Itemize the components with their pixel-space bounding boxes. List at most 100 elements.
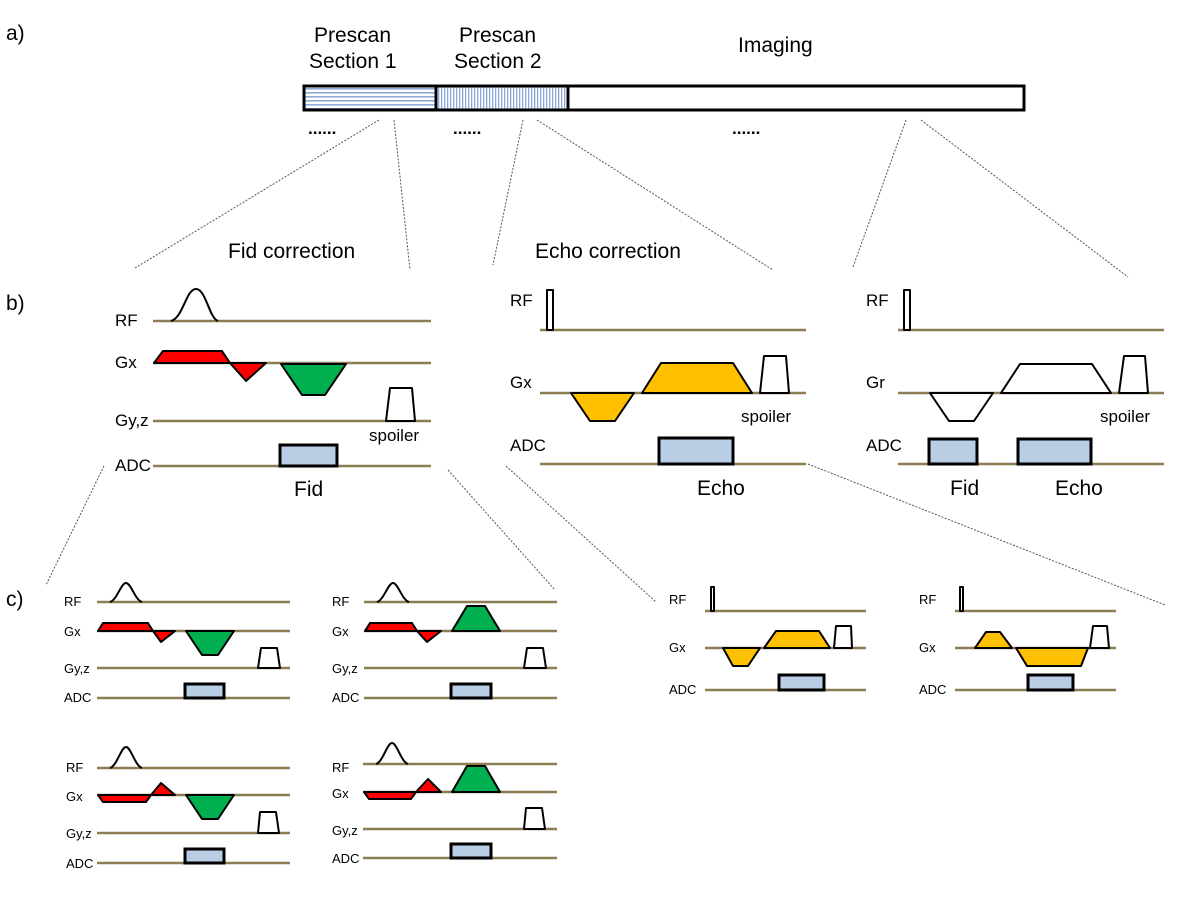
fid-correction-title: Fid correction — [228, 240, 355, 263]
timeline-section-1-line1: Prescan — [314, 24, 391, 47]
panel-a: a) Prescan Section 1 Prescan Section 2 I… — [6, 22, 1026, 138]
axis-label-gx: Gx — [332, 786, 349, 801]
axis-label-rf: RF — [64, 594, 81, 609]
connector-line — [447, 469, 556, 591]
adc-window — [183, 847, 226, 865]
gx-prephaser-yellow — [570, 392, 635, 422]
spoiler-gradient — [257, 811, 280, 834]
spoiler-label: spoiler — [369, 426, 419, 445]
adc-window — [183, 682, 226, 700]
adc-label-echo: Echo — [697, 477, 745, 500]
timeline-section-2-line1: Prescan — [459, 24, 536, 47]
axis-label-gx: Gx — [115, 353, 137, 372]
rf-hard-pulse-icon — [903, 289, 911, 331]
axis-label-rf: RF — [115, 311, 138, 330]
timeline-section-1-line2: Section 1 — [309, 50, 397, 73]
gx-triangle-red — [150, 782, 176, 796]
panel-label-b: b) — [6, 292, 25, 315]
rf-sinc-pulse-icon — [375, 741, 409, 765]
rf-hard-pulse-icon — [959, 586, 964, 612]
adc-window — [1026, 673, 1075, 692]
fid-variant-3: RF Gx Gy,z ADC — [66, 745, 290, 871]
gx-readout-green — [451, 605, 501, 632]
gx-triangle-red — [415, 778, 442, 793]
connector-line — [536, 119, 774, 271]
connector-line — [45, 465, 105, 586]
ellipsis-2: ...... — [453, 119, 481, 138]
gx-readout-green — [185, 794, 235, 820]
gx-prephaser-red — [97, 794, 152, 803]
axis-label-gx: Gx — [332, 624, 349, 639]
echo-correction-sequence: Echo correction RF Gx ADC spoiler Echo — [510, 240, 806, 500]
imaging-bar — [568, 86, 1024, 110]
spoiler-label: spoiler — [1100, 407, 1150, 426]
gx-prephaser-red — [363, 791, 417, 800]
connector-line — [807, 463, 1166, 606]
spoiler-gradient — [1118, 355, 1149, 394]
adc-label-echo: Echo — [1055, 477, 1103, 500]
echo-correction-title: Echo correction — [535, 240, 681, 263]
axis-label-adc: ADC — [332, 690, 359, 705]
spoiler-gradient — [759, 355, 790, 394]
connector-line — [852, 119, 907, 268]
timeline-section-2-line2: Section 2 — [454, 50, 542, 73]
axis-label-gyz: Gy,z — [115, 411, 149, 430]
rf-sinc-pulse-icon — [109, 745, 143, 769]
axis-label-rf: RF — [332, 760, 349, 775]
connector-line — [492, 119, 524, 266]
adc-window — [278, 443, 339, 468]
axis-label-adc: ADC — [64, 690, 91, 705]
axis-label-gx: Gx — [64, 624, 81, 639]
fid-variant-4: RF Gx Gy,z ADC — [332, 741, 557, 866]
gx-triangle-red — [152, 630, 176, 643]
gx-readout-green — [280, 363, 347, 396]
gx-triangle-red — [229, 362, 267, 382]
spoiler-label: spoiler — [741, 407, 791, 426]
spoiler-gradient — [523, 647, 547, 669]
axis-label-adc: ADC — [66, 856, 93, 871]
adc-window-fid — [927, 437, 979, 466]
spoiler-gradient — [1089, 625, 1110, 649]
axis-label-adc: ADC — [669, 682, 696, 697]
adc-label-fid: Fid — [294, 478, 323, 501]
axis-label-adc: ADC — [510, 436, 546, 455]
axis-label-adc: ADC — [866, 436, 902, 455]
timeline-section-3-label: Imaging — [738, 34, 813, 57]
gr-readout — [1000, 363, 1112, 394]
imaging-sequence: RF Gr ADC spoiler Fid Echo — [866, 289, 1164, 500]
rf-sinc-pulse-icon — [376, 581, 410, 603]
rf-hard-pulse-icon — [710, 586, 715, 612]
panel-label-c: c) — [6, 588, 24, 611]
connector-line — [920, 119, 1129, 278]
spoiler-gradient — [833, 625, 853, 649]
axis-label-adc: ADC — [332, 851, 359, 866]
gx-readout-yellow — [1015, 647, 1089, 667]
ellipsis-3: ...... — [732, 119, 760, 138]
axis-label-gx: Gx — [66, 789, 83, 804]
axis-label-gyz: Gy,z — [64, 661, 90, 676]
axis-label-rf: RF — [510, 291, 533, 310]
gx-prephaser-red — [364, 622, 418, 632]
echo-variant-2: RF Gx ADC — [919, 586, 1116, 697]
panel-label-a: a) — [6, 22, 25, 45]
axis-label-rf: RF — [669, 592, 686, 607]
gx-prephaser-yellow — [974, 631, 1013, 649]
gr-prephaser — [929, 392, 994, 422]
fid-correction-sequence: Fid correction RF Gx Gy,z ADC spoiler Fi… — [115, 240, 431, 501]
ellipsis-1: ...... — [308, 119, 336, 138]
adc-window — [657, 436, 735, 466]
spoiler-gradient — [385, 387, 416, 422]
gx-readout-green — [451, 765, 501, 793]
gx-prephaser-red — [97, 622, 154, 632]
axis-label-gr: Gr — [866, 373, 885, 392]
axis-label-gyz: Gy,z — [66, 826, 92, 841]
adc-label-fid: Fid — [950, 477, 979, 500]
connector-line — [393, 119, 411, 271]
axis-label-gx: Gx — [669, 640, 686, 655]
axis-label-gx: Gx — [510, 373, 532, 392]
axis-label-gx: Gx — [919, 640, 936, 655]
spoiler-gradient — [523, 807, 546, 830]
axis-label-rf: RF — [919, 592, 936, 607]
axis-label-adc: ADC — [115, 456, 151, 475]
